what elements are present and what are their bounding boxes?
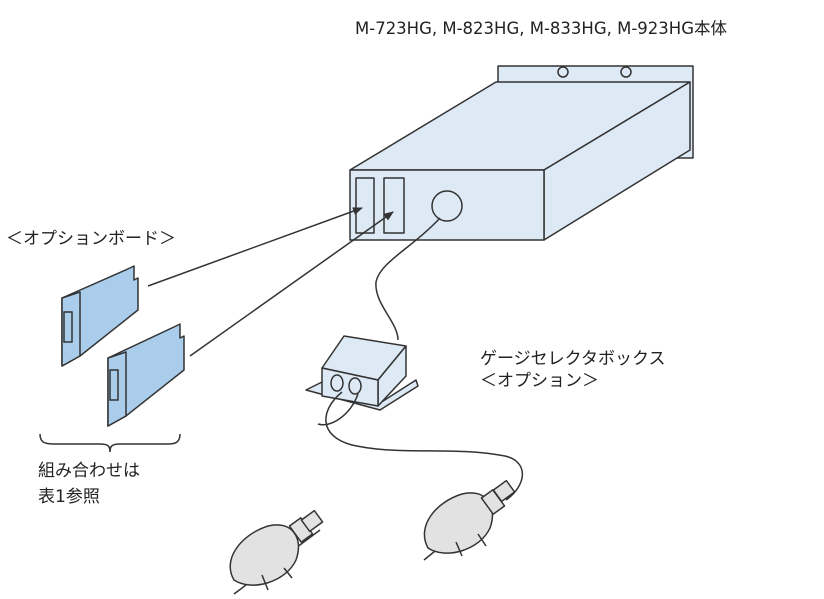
flange-hole-right: [620, 66, 632, 78]
combination-note: 組み合わせは 表1参照: [38, 458, 140, 510]
option-board-label: ＜オプションボード＞: [6, 229, 176, 249]
main-unit-label: M-723HG, M-823HG, M-833HG, M-923HG本体: [355, 19, 727, 38]
cable-unit-to-selector: [375, 217, 441, 341]
combination-brace: [39, 433, 181, 453]
combination-note-line2: 表1参照: [38, 487, 100, 507]
option-slot-right: [383, 177, 405, 234]
cable-selector-to-gauge-right: [325, 391, 524, 501]
combination-note-line1: 組み合わせは: [38, 461, 140, 481]
arrow-board-lower: [189, 211, 394, 357]
gauge-selector-box: [305, 335, 419, 411]
arrow-board-upper: [147, 207, 363, 287]
gauge-head-right: [423, 479, 516, 561]
option-slot-left: [355, 177, 375, 234]
flange-hole-left: [557, 66, 569, 78]
gauge-selector-label-line2: ＜オプション＞: [480, 371, 599, 391]
option-board-upper: [61, 265, 139, 367]
gauge-connector: [431, 190, 463, 222]
gauge-head-left: [229, 509, 324, 595]
gauge-selector-label: ゲージセレクタボックス ＜オプション＞: [480, 348, 665, 392]
cable-selector-to-gauge-left: [317, 393, 359, 426]
main-unit: [349, 65, 694, 241]
gauge-selector-label-line1: ゲージセレクタボックス: [480, 349, 666, 369]
option-board-lower: [107, 323, 185, 427]
